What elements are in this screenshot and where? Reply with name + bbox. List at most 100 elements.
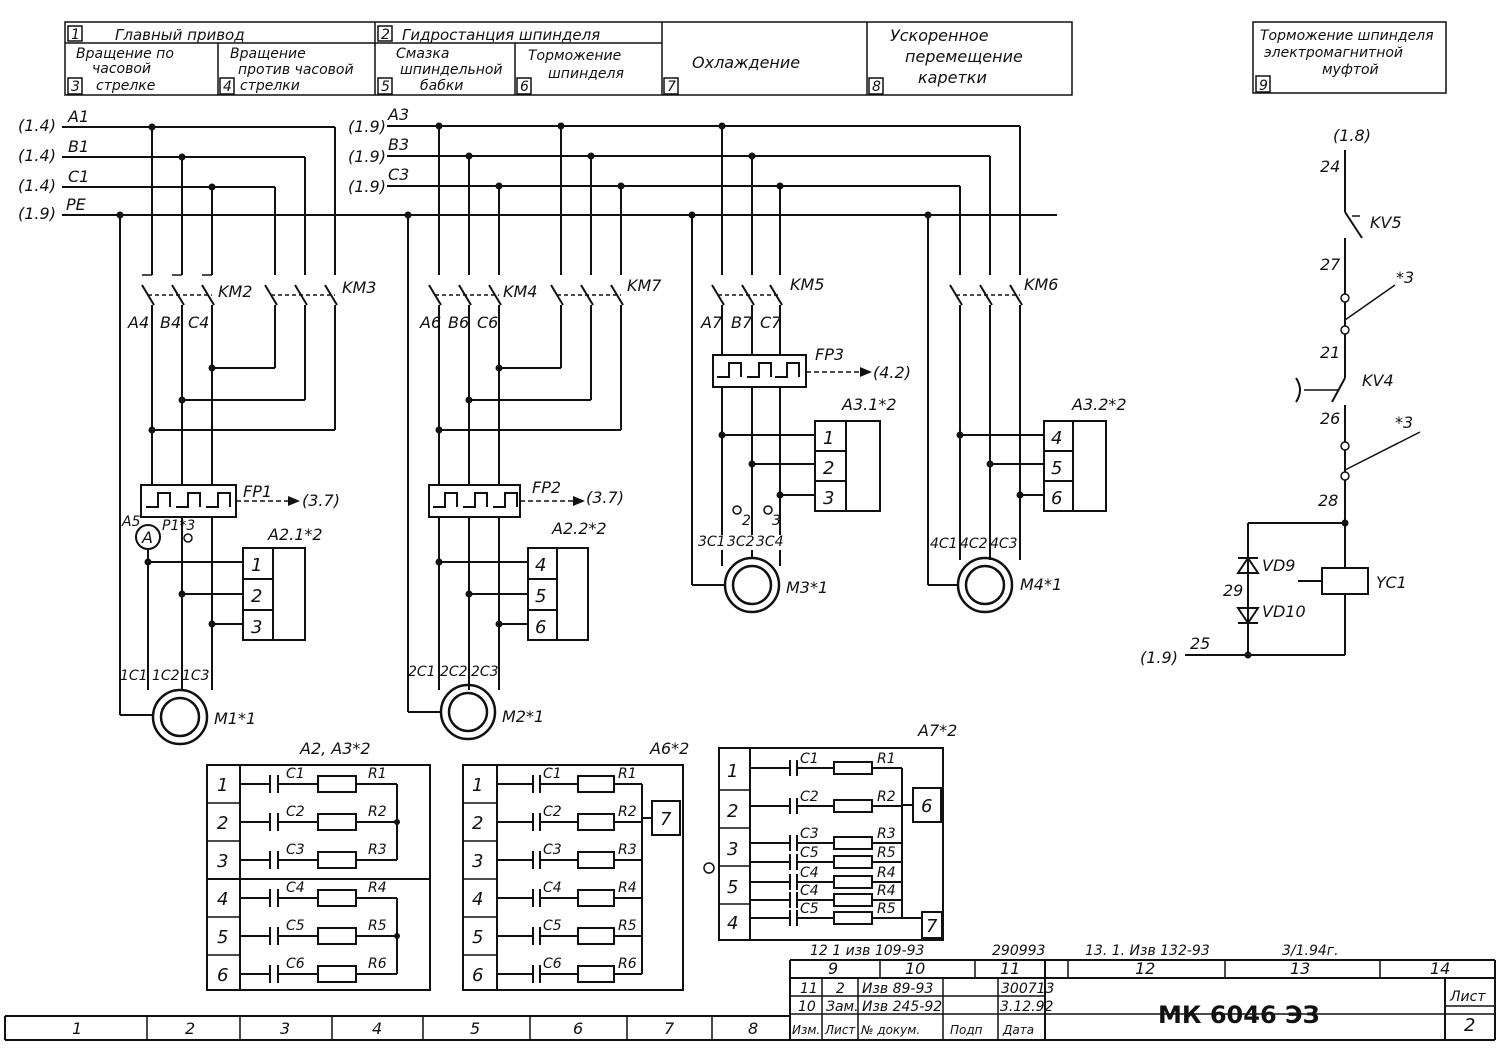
rc-a6-res-3: R3 — [618, 842, 637, 858]
wire-1c3: 1C3 — [182, 668, 210, 684]
rc-a7-row-3: 3 — [727, 839, 738, 860]
rc-block-a7: A7*2 6 7 — [703, 721, 957, 941]
resistor — [577, 889, 615, 907]
rc-a2a3-title: A2, A3*2 — [299, 739, 371, 758]
motor-m2: M2*1 — [502, 707, 544, 726]
rev1-date: 300713 — [1001, 981, 1054, 997]
rc-a7-res-3: R3 — [877, 826, 896, 842]
contactor-km7: KM7 — [627, 276, 662, 295]
motor-m3: M3*1 — [786, 578, 828, 597]
coil-yc1: YC1 — [1376, 573, 1407, 592]
col-6: 6 — [573, 1019, 583, 1038]
wire-4c3: 4C3 — [990, 536, 1018, 552]
header-num-4: 4 — [223, 79, 232, 95]
motor-m1: M1*1 — [214, 709, 256, 728]
rc-a6-cap-1: C1 — [543, 766, 562, 782]
rc-a6-title: A6*2 — [649, 739, 689, 758]
resistor — [833, 893, 873, 907]
col-7: 7 — [664, 1019, 675, 1038]
header-cw-line2: часовой — [92, 61, 151, 77]
m3-mark-2: 2 — [742, 513, 751, 529]
document-code: МК 6046 ЭЗ — [1158, 1001, 1320, 1029]
brake-ref-bot: (1.9) — [1140, 648, 1178, 667]
sheet-number: 2 — [1464, 1015, 1475, 1036]
wire-2c1: 2C1 — [408, 664, 436, 680]
rev1-change: 11 — [800, 981, 818, 997]
resistor — [577, 965, 615, 983]
wire-3c4: 3C4 — [756, 534, 784, 550]
header-num-1: 1 — [71, 27, 80, 43]
col-8: 8 — [748, 1019, 758, 1038]
header-emb-line2: электромагнитной — [1264, 45, 1403, 61]
sheet-label: Лист — [1449, 989, 1486, 1005]
resistor — [833, 836, 873, 850]
wire-b6: B6 — [448, 313, 469, 332]
contact-kv4: KV4 — [1362, 371, 1394, 390]
col-2: 2 — [185, 1019, 195, 1038]
legend-doc: № докум. — [860, 1023, 920, 1037]
legend-izm: Изм. — [792, 1023, 820, 1037]
revision-note-b: 13. 1. Изв 132-93 — [1085, 943, 1210, 959]
wire-c7: C7 — [760, 313, 782, 332]
rc-a6-row-3: 3 — [472, 851, 483, 872]
header-ccw-line1: Вращение — [230, 46, 306, 62]
junction-dot — [394, 933, 400, 939]
contactor-km5: KM5 — [790, 275, 824, 294]
wire-a7: A7 — [700, 313, 723, 332]
node-21: 21 — [1320, 343, 1340, 362]
wire-b4: B4 — [160, 313, 181, 332]
cooling-circuit: KM5 A7 B7 C7 FP3 (4.2) 1 2 3 A3.1*2 — [688, 122, 911, 614]
rapid-traverse-circuit: KM6 4 5 6 A3.2*2 4C1 4C2 4C3 M4*1 — [924, 126, 1127, 614]
relay-fp2: FP2 — [532, 478, 561, 497]
bus-ref-b3: (1.9) — [348, 147, 386, 166]
star-mark-a: *3 — [1396, 268, 1414, 287]
motor-m4: M4*1 — [1020, 575, 1062, 594]
bus-a1: A1 — [67, 107, 89, 126]
resistor — [577, 775, 615, 793]
rc-a7-res-7: R5 — [877, 901, 896, 917]
rc-a2a3-res-2: R2 — [368, 804, 387, 820]
rc-a6-cap-6: C6 — [543, 956, 562, 972]
revision-note-a: 12 1 изв 109-93 — [810, 943, 924, 959]
rc-a7-res-6: R4 — [877, 883, 896, 899]
resistor — [833, 761, 873, 775]
header-cooling: Охлаждение — [692, 53, 800, 72]
rc-a6-row-4: 4 — [472, 889, 483, 910]
brake-ref-top: (1.8) — [1333, 126, 1371, 145]
rc-a6-cap-2: C2 — [543, 804, 562, 820]
resistor — [577, 813, 615, 831]
zone-10: 10 — [905, 959, 925, 978]
col-1: 1 — [72, 1019, 82, 1038]
bus-c3: C3 — [388, 165, 409, 184]
rc-a6-res-6: R6 — [618, 956, 637, 972]
header-rapid-line2: перемещение — [905, 47, 1023, 66]
rc-a2a3-cap-5: C5 — [286, 918, 305, 934]
rc-a6-row-6: 6 — [472, 965, 483, 986]
ammeter-a5: A5 — [121, 514, 141, 530]
relay-fp2-ref: (3.7) — [586, 488, 624, 507]
rc-a7-row-4: 5 — [727, 877, 738, 898]
header-rapid-line3: каретки — [918, 68, 987, 87]
rc-a2a3-row-6: 6 — [217, 965, 228, 986]
zone-14: 14 — [1430, 959, 1450, 978]
resistor — [833, 911, 873, 925]
relay-fp3-ref: (4.2) — [873, 363, 911, 382]
resistor — [577, 851, 615, 869]
m3-mark-3: 3 — [772, 513, 781, 529]
contactor-km3: KM3 — [342, 278, 376, 297]
rc-a2a3-cap-4: C4 — [286, 880, 305, 896]
bus-ref-b1: (1.4) — [18, 146, 56, 165]
rc-a6-res-5: R5 — [618, 918, 637, 934]
rc-a2a3-res-1: R1 — [368, 766, 387, 782]
legend-date: Дата — [1002, 1023, 1034, 1037]
node-28: 28 — [1318, 491, 1338, 510]
rc-a6-out: 7 — [660, 809, 672, 830]
relay-fp1-ref: (3.7) — [302, 491, 340, 510]
header-brake-line2: шпинделя — [548, 66, 624, 82]
main-drive-circuit: KM2 KM3 A4 B4 C4 FP1 (3.7) A A5 P1*3 — [116, 123, 376, 746]
rc-a2a3-cap-3: C3 — [286, 842, 305, 858]
junction-dot — [394, 819, 400, 825]
